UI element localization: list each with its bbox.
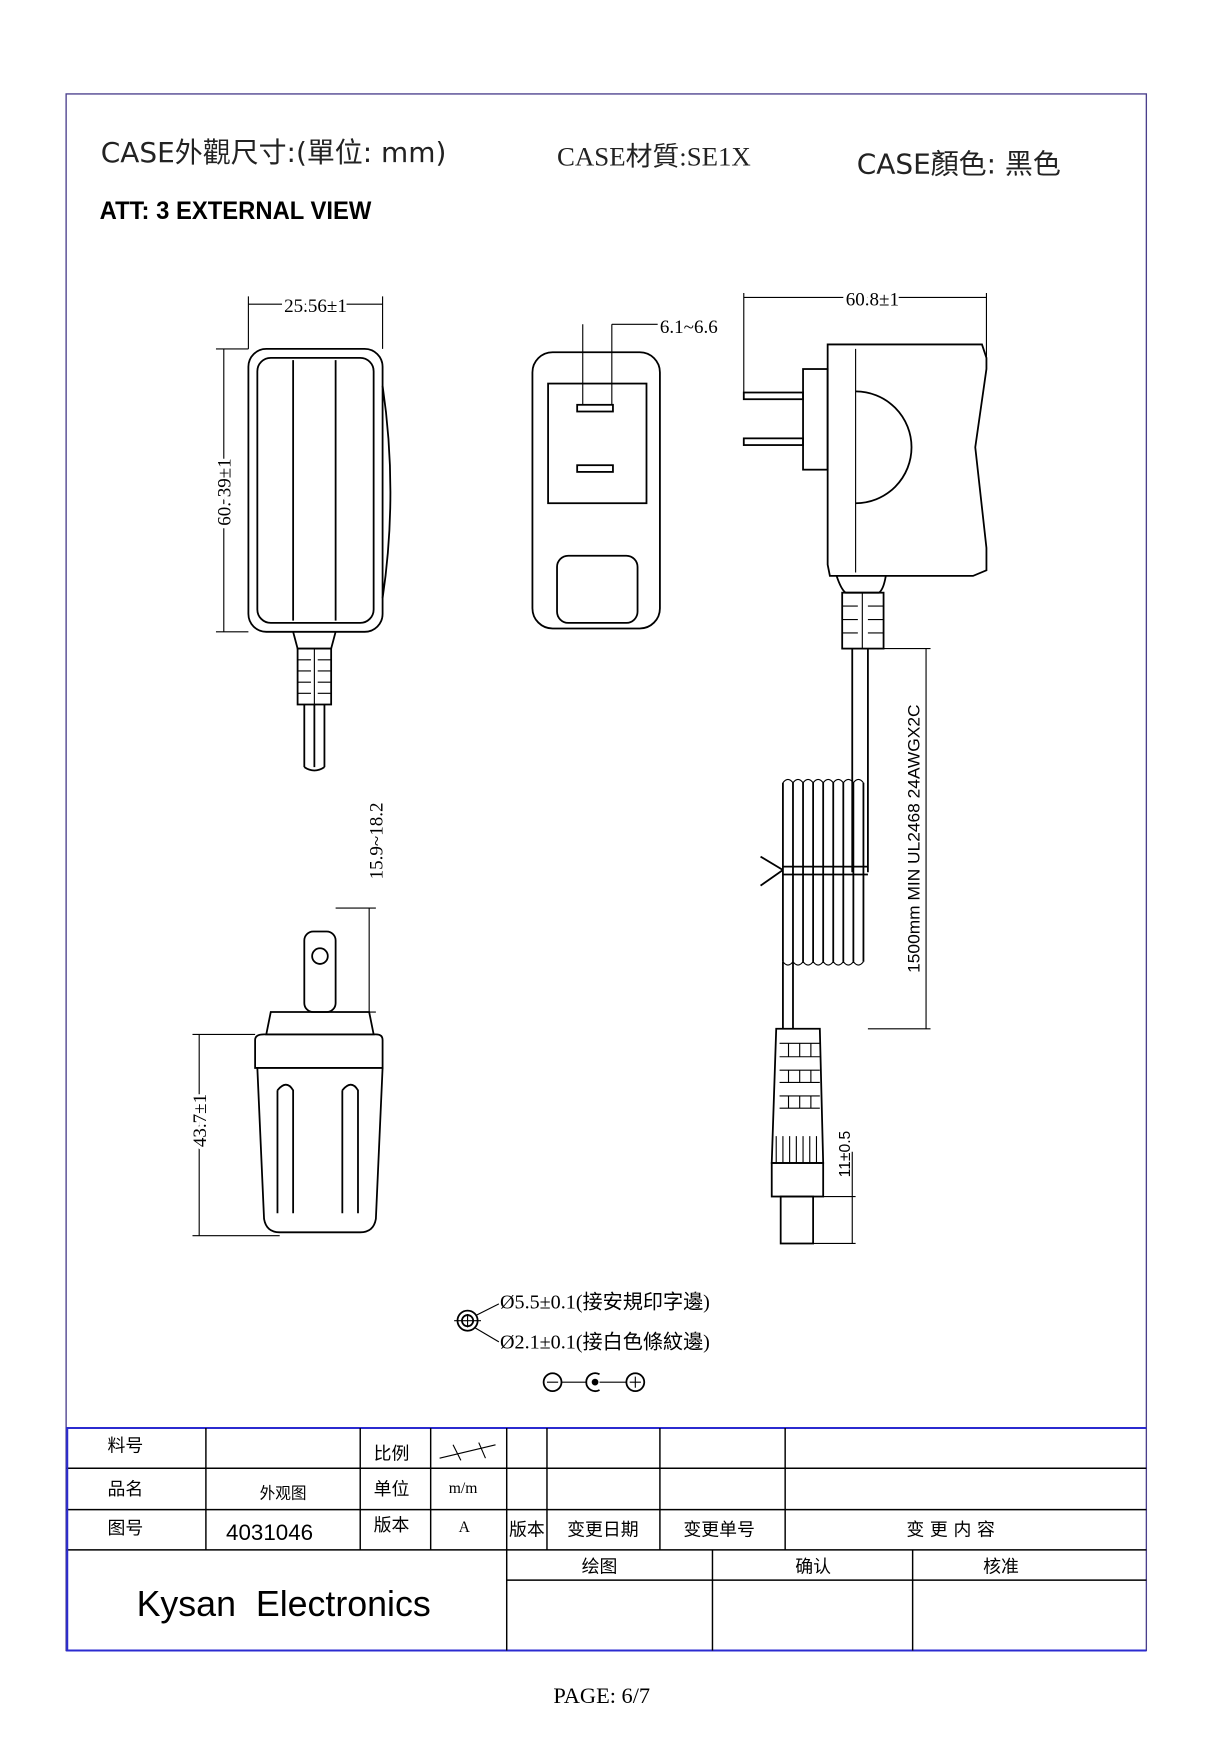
approved-label: 核准 — [983, 1556, 1019, 1577]
dim-cable-spec: 1500mm MIN UL2468 24AWGX2C — [904, 704, 923, 972]
dim-bottom-height: 43.7±1 — [190, 1094, 211, 1147]
dim-pin-length: 15.9~18.2 — [367, 803, 388, 880]
drawing-no-label: 图号 — [107, 1518, 143, 1539]
dim-top-width: 25.56±1 — [284, 296, 347, 317]
sheet-frame — [65, 93, 1148, 1652]
polarity-inner: Ø2.1±0.1(接白色條紋邊) — [500, 1331, 710, 1354]
polarity-symbol — [454, 1303, 646, 1392]
drawn-label: 绘图 — [582, 1556, 618, 1577]
rev-content-header: 变 更 内 容 — [906, 1519, 995, 1540]
scale-label: 比例 — [374, 1443, 410, 1464]
top-view — [215, 296, 392, 772]
scale-mark — [439, 1442, 496, 1461]
rev-version-header: 版本 — [509, 1519, 545, 1540]
bottom-view — [192, 907, 384, 1237]
title-block — [66, 1427, 1147, 1652]
view-subtitle: ATT: 3 EXTERNAL VIEW — [100, 198, 372, 225]
name-value: 外观图 — [260, 1483, 307, 1502]
drawing-no-value: 4031046 — [226, 1520, 313, 1545]
case-color: CASE顏色: 黑色 — [857, 147, 1061, 180]
front-view — [531, 323, 661, 630]
name-label: 品名 — [107, 1479, 143, 1500]
part-no-label: 料号 — [107, 1435, 143, 1456]
confirmed-label: 确认 — [795, 1556, 831, 1577]
side-view — [742, 292, 988, 1245]
unit-label: 单位 — [374, 1479, 410, 1500]
dim-side-width: 60.8±1 — [846, 289, 899, 310]
dim-top-height: 60. 39±1 — [215, 458, 236, 525]
company-name: Kysan Electronics — [137, 1584, 431, 1624]
rev-date-header: 变更日期 — [567, 1519, 639, 1540]
case-material: CASE材質:SE1X — [557, 142, 751, 172]
dim-plug-length: 11±0.5 — [837, 1130, 854, 1177]
dim-pin-width: 6.1~6.6 — [660, 317, 718, 338]
polarity-outer: Ø5.5±0.1(接安規印字邊) — [500, 1290, 710, 1313]
version-label: 版本 — [374, 1515, 410, 1536]
page-number: PAGE: 6/7 — [553, 1683, 650, 1708]
unit-value: m/m — [449, 1480, 478, 1497]
version-value: A — [459, 1519, 471, 1536]
rev-no-header: 变更单号 — [683, 1519, 755, 1540]
case-dimensions-title: CASE外觀尺寸:(單位: mm) — [101, 136, 447, 169]
